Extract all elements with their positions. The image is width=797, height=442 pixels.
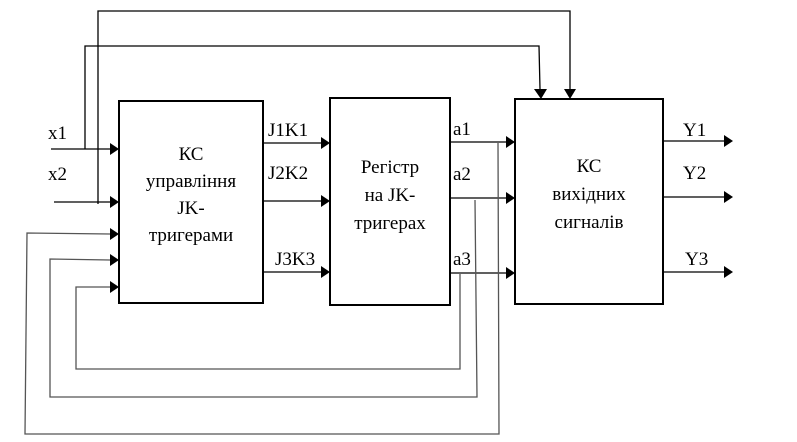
- y1-label: Y1: [683, 120, 706, 141]
- output-block-line-1: КС: [577, 156, 602, 177]
- a2-arrow-icon: [506, 192, 515, 204]
- input-x1-arrow-icon: [110, 143, 119, 155]
- a1-feedback-arrow-icon: [110, 228, 119, 240]
- a1-feedback-wire: [24, 142, 500, 435]
- output-logic-block: [514, 98, 664, 305]
- y3-label: Y3: [685, 249, 708, 270]
- control-block-line-3: JK-: [177, 198, 204, 219]
- y1-arrow-icon: [724, 135, 733, 147]
- control-block-line-1: КС: [179, 144, 204, 165]
- register-block-line-2: на JK-: [365, 185, 416, 206]
- a2-feedback-wire: [49, 199, 478, 398]
- a2-label: a2: [453, 164, 471, 185]
- x1-to-output-wire: [84, 45, 541, 149]
- control-block-line-2: управління: [146, 171, 236, 192]
- j1k1-arrow-icon: [321, 137, 330, 149]
- a3-label: a3: [453, 249, 471, 270]
- input-x2-arrow-icon: [110, 196, 119, 208]
- register-block-line-3: тригерах: [354, 213, 426, 234]
- y2-arrow-icon: [724, 191, 733, 203]
- j3k3-label: J3K3: [275, 249, 315, 270]
- y2-label: Y2: [683, 163, 706, 184]
- input-x2-label: x2: [48, 164, 67, 185]
- register-block: [329, 97, 451, 306]
- a2-feedback-arrow-icon: [110, 254, 119, 266]
- a1-label: a1: [453, 119, 471, 140]
- x2-to-output-wire: [97, 10, 571, 204]
- j2k2-arrow-icon: [321, 195, 330, 207]
- j3k3-arrow-icon: [321, 266, 330, 278]
- control-logic-block: [118, 100, 264, 304]
- j1k1-label: J1K1: [268, 120, 308, 141]
- x1-to-output-arrow-icon: [534, 89, 547, 99]
- a3-arrow-icon: [506, 267, 515, 279]
- output-block-line-3: сигналів: [555, 212, 624, 233]
- input-x1-label: x1: [48, 123, 67, 144]
- a3-feedback-arrow-icon: [110, 281, 119, 293]
- output-block-line-2: вихідних: [552, 184, 626, 205]
- j2k2-label: J2K2: [268, 163, 308, 184]
- x2-to-output-arrow-icon: [564, 89, 576, 99]
- a1-arrow-icon: [506, 136, 515, 148]
- a3-feedback-wire: [75, 274, 461, 370]
- y3-arrow-icon: [724, 266, 733, 278]
- register-block-line-1: Регістр: [361, 157, 419, 178]
- control-block-line-4: тригерами: [149, 225, 233, 246]
